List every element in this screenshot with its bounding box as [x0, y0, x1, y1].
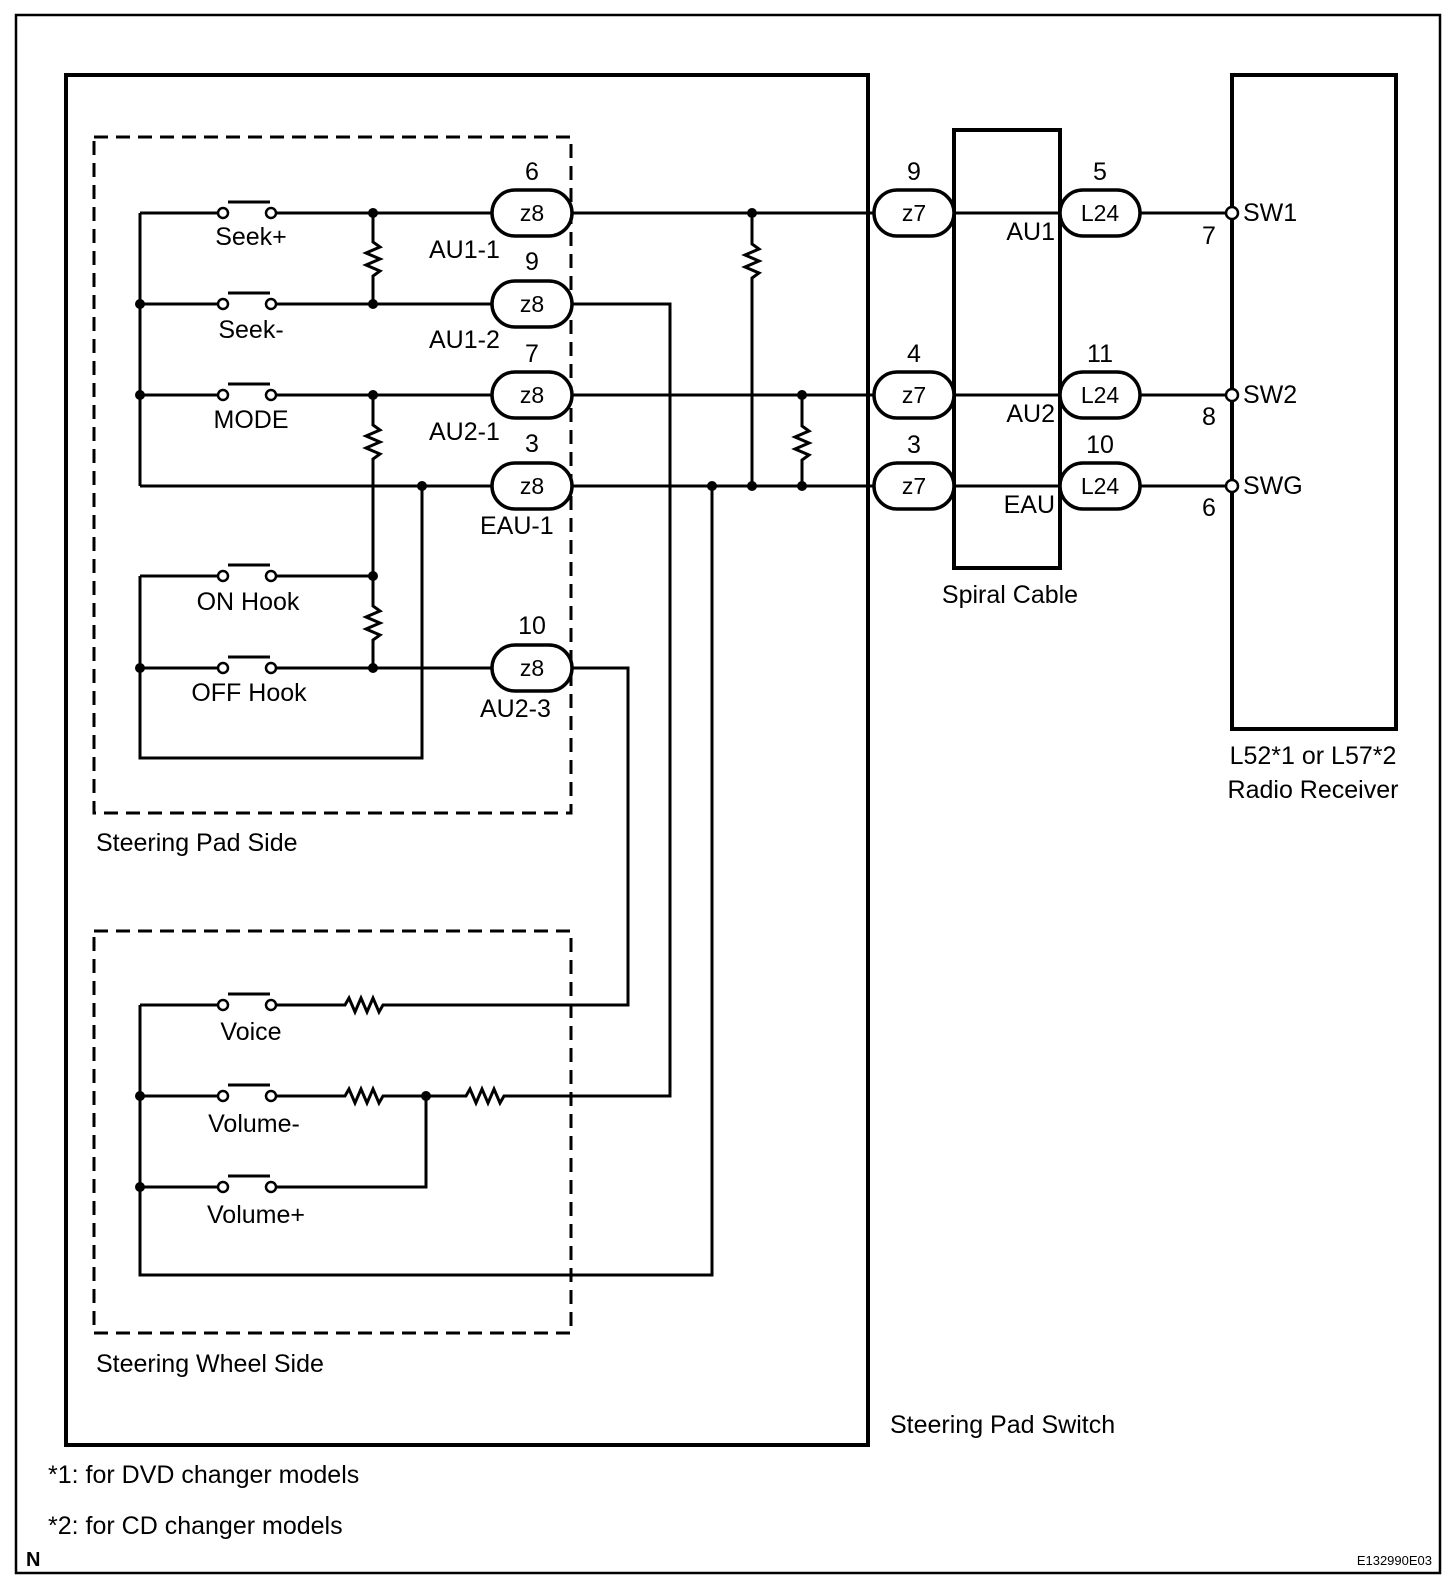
- l24-code: L24: [1081, 473, 1120, 499]
- label-seek-plus: Seek+: [215, 223, 287, 251]
- receiver-pin: 7: [1202, 222, 1216, 250]
- l24-pin: 11: [1087, 340, 1113, 368]
- z8-signal: AU2-3: [480, 695, 551, 723]
- z7-pin: 9: [907, 158, 921, 186]
- z8-code: z8: [520, 200, 544, 226]
- l24-pin: 10: [1086, 431, 1114, 459]
- l24-connector-1: L24: [1058, 188, 1142, 238]
- receiver-title-line2: Radio Receiver: [1228, 776, 1399, 804]
- z8-code: z8: [520, 291, 544, 317]
- steering-wheel-wires: [138, 302, 714, 1277]
- z7-connectors: z7 z7 z7: [872, 188, 956, 511]
- pad-junctions: [135, 208, 427, 673]
- titles: Steering Pad Side Steering Wheel Side St…: [96, 581, 1398, 1439]
- z8-pin: 10: [518, 612, 546, 640]
- receiver-pin-name: SW2: [1243, 381, 1297, 409]
- z7-connector-1: z7: [872, 188, 956, 238]
- label-mode: MODE: [214, 406, 289, 434]
- steering-pad-side-title: Steering Pad Side: [96, 829, 298, 857]
- receiver-pin: 6: [1202, 494, 1216, 522]
- z8-pin: 6: [525, 158, 539, 186]
- label-seek-minus: Seek-: [218, 316, 283, 344]
- z7-connector-3: z7: [872, 461, 956, 511]
- switch-mode: [216, 382, 278, 402]
- z8-connector-5: z8: [490, 643, 574, 693]
- outer-frame: [14, 13, 1442, 1575]
- wheel-junctions: [135, 1091, 431, 1192]
- corner-mark: N: [26, 1549, 40, 1571]
- label-volume-minus: Volume-: [208, 1110, 300, 1138]
- footnote-1: *1: for DVD changer models: [48, 1461, 359, 1489]
- receiver-pin-name: SW1: [1243, 199, 1297, 227]
- steering-pad-switch-box: [64, 73, 870, 1447]
- label-on-hook: ON Hook: [197, 588, 300, 616]
- z8-code: z8: [520, 655, 544, 681]
- spiral-cable-title: Spiral Cable: [942, 581, 1078, 609]
- signal-labels: AU1-1 AU1-2 AU2-1 EAU-1 AU2-3 AU1 AU2 EA…: [429, 199, 1303, 723]
- label-volume-plus: Volume+: [207, 1201, 305, 1229]
- switch-on-hook: [216, 563, 278, 583]
- l24-code: L24: [1081, 200, 1120, 226]
- receiver-pin-name: SWG: [1243, 472, 1303, 500]
- spiral-signal: AU2: [1006, 400, 1055, 428]
- switch-voice: [216, 992, 278, 1012]
- receiver-pin: 8: [1202, 403, 1216, 431]
- z8-connector-2: z8: [490, 279, 574, 329]
- figure-code: E132990E03: [1357, 1553, 1432, 1568]
- z8-connectors: z8 z8 z8 z8 z8: [490, 188, 574, 693]
- switch-labels: Seek+ Seek- MODE ON Hook OFF Hook Voice …: [191, 223, 307, 1229]
- l24-connector-2: L24: [1058, 370, 1142, 420]
- main-wires: [571, 211, 1227, 488]
- steering-pad-wires: [138, 211, 492, 760]
- switch-volume-minus: [216, 1083, 278, 1103]
- label-voice: Voice: [220, 1018, 281, 1046]
- footnotes: *1: for DVD changer models *2: for CD ch…: [26, 1461, 1432, 1571]
- z8-pin: 3: [525, 430, 539, 458]
- switch-seek-plus: [216, 200, 278, 220]
- z8-connector-1: z8: [490, 188, 574, 238]
- steering-pad-switches: [216, 200, 278, 675]
- z7-pin: 3: [907, 431, 921, 459]
- z8-signal: EAU-1: [480, 512, 554, 540]
- receiver-terminals: [1224, 205, 1240, 494]
- steering-pad-switch-title: Steering Pad Switch: [890, 1411, 1115, 1439]
- z7-code: z7: [902, 473, 926, 499]
- steering-wheel-side-title: Steering Wheel Side: [96, 1350, 324, 1378]
- receiver-title-line1: L52*1 or L57*2: [1230, 742, 1397, 770]
- switch-off-hook: [216, 655, 278, 675]
- label-off-hook: OFF Hook: [191, 679, 307, 707]
- z7-pin: 4: [907, 340, 921, 368]
- spiral-signal: EAU: [1004, 491, 1055, 519]
- z8-connector-3: z8: [490, 370, 574, 420]
- l24-connectors: L24 L24 L24: [1058, 188, 1142, 511]
- steering-wheel-switches: [216, 992, 278, 1194]
- z8-code: z8: [520, 473, 544, 499]
- footnote-2: *2: for CD changer models: [48, 1512, 343, 1540]
- z7-code: z7: [902, 200, 926, 226]
- z7-code: z7: [902, 382, 926, 408]
- pin-numbers: 6 9 7 3 10 9 4 3 5 11 10 7 8 6: [518, 158, 1216, 640]
- spiral-cable-box: [952, 128, 1062, 570]
- switch-seek-minus: [216, 291, 278, 311]
- l24-connector-3: L24: [1058, 461, 1142, 511]
- steering-wheel-side-box: [92, 929, 573, 1335]
- z8-signal: AU1-1: [429, 236, 500, 264]
- spiral-signal: AU1: [1006, 218, 1055, 246]
- z7-connector-2: z7: [872, 370, 956, 420]
- l24-code: L24: [1081, 382, 1120, 408]
- switch-volume-plus: [216, 1174, 278, 1194]
- z8-pin: 7: [525, 340, 539, 368]
- z8-connector-4: z8: [490, 461, 574, 511]
- l24-pin: 5: [1093, 158, 1107, 186]
- z8-pin: 9: [525, 248, 539, 276]
- z8-code: z8: [520, 382, 544, 408]
- main-junctions: [707, 208, 807, 491]
- z8-signal: AU1-2: [429, 326, 500, 354]
- z8-signal: AU2-1: [429, 418, 500, 446]
